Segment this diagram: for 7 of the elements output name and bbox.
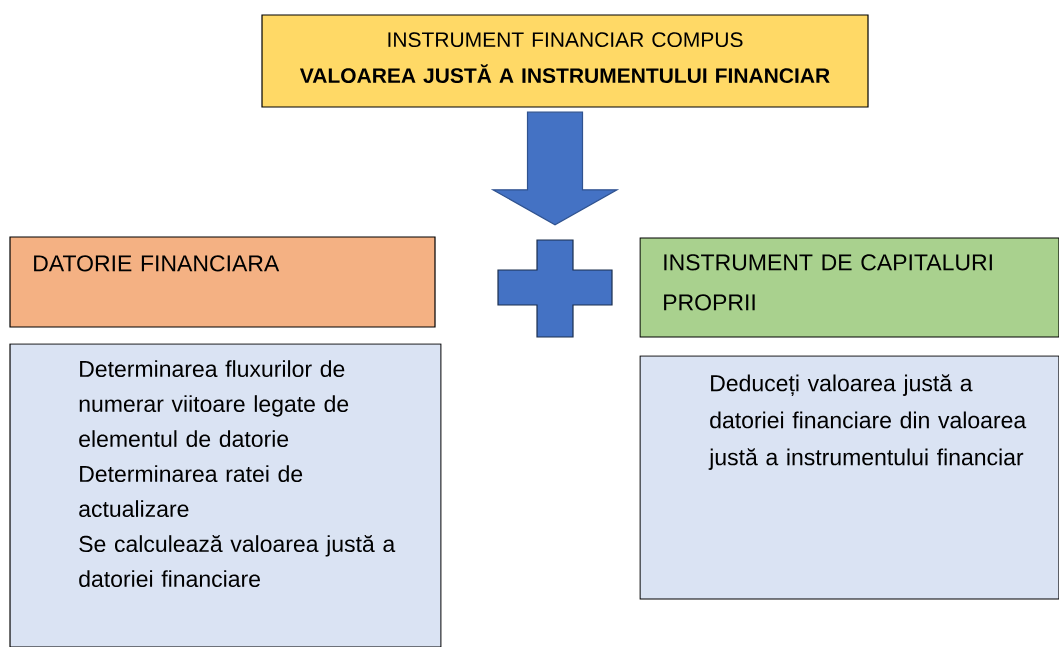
plus-symbol <box>497 239 613 338</box>
description-box: Determinarea fluxurilor de numerar viitoare legate de elementul de datorie Determinarea ratei de actualizare Se calculează valoarea justă a datoriei financiare <box>9 343 442 647</box>
category-box: INSTRUMENT DE CAPITALURI PROPRII <box>639 237 1059 338</box>
block-arrow <box>490 111 620 226</box>
title-box: INSTRUMENT FINANCIAR COMPUS VALOAREA JUSTĂ A INSTRUMENTULUI FINANCIAR <box>261 14 869 108</box>
description-box: Deduceți valoarea justă a datoriei financiare din valoarea justă a instrumentului financiar <box>639 355 1059 600</box>
category-box: DATORIE FINANCIARA <box>9 236 436 328</box>
